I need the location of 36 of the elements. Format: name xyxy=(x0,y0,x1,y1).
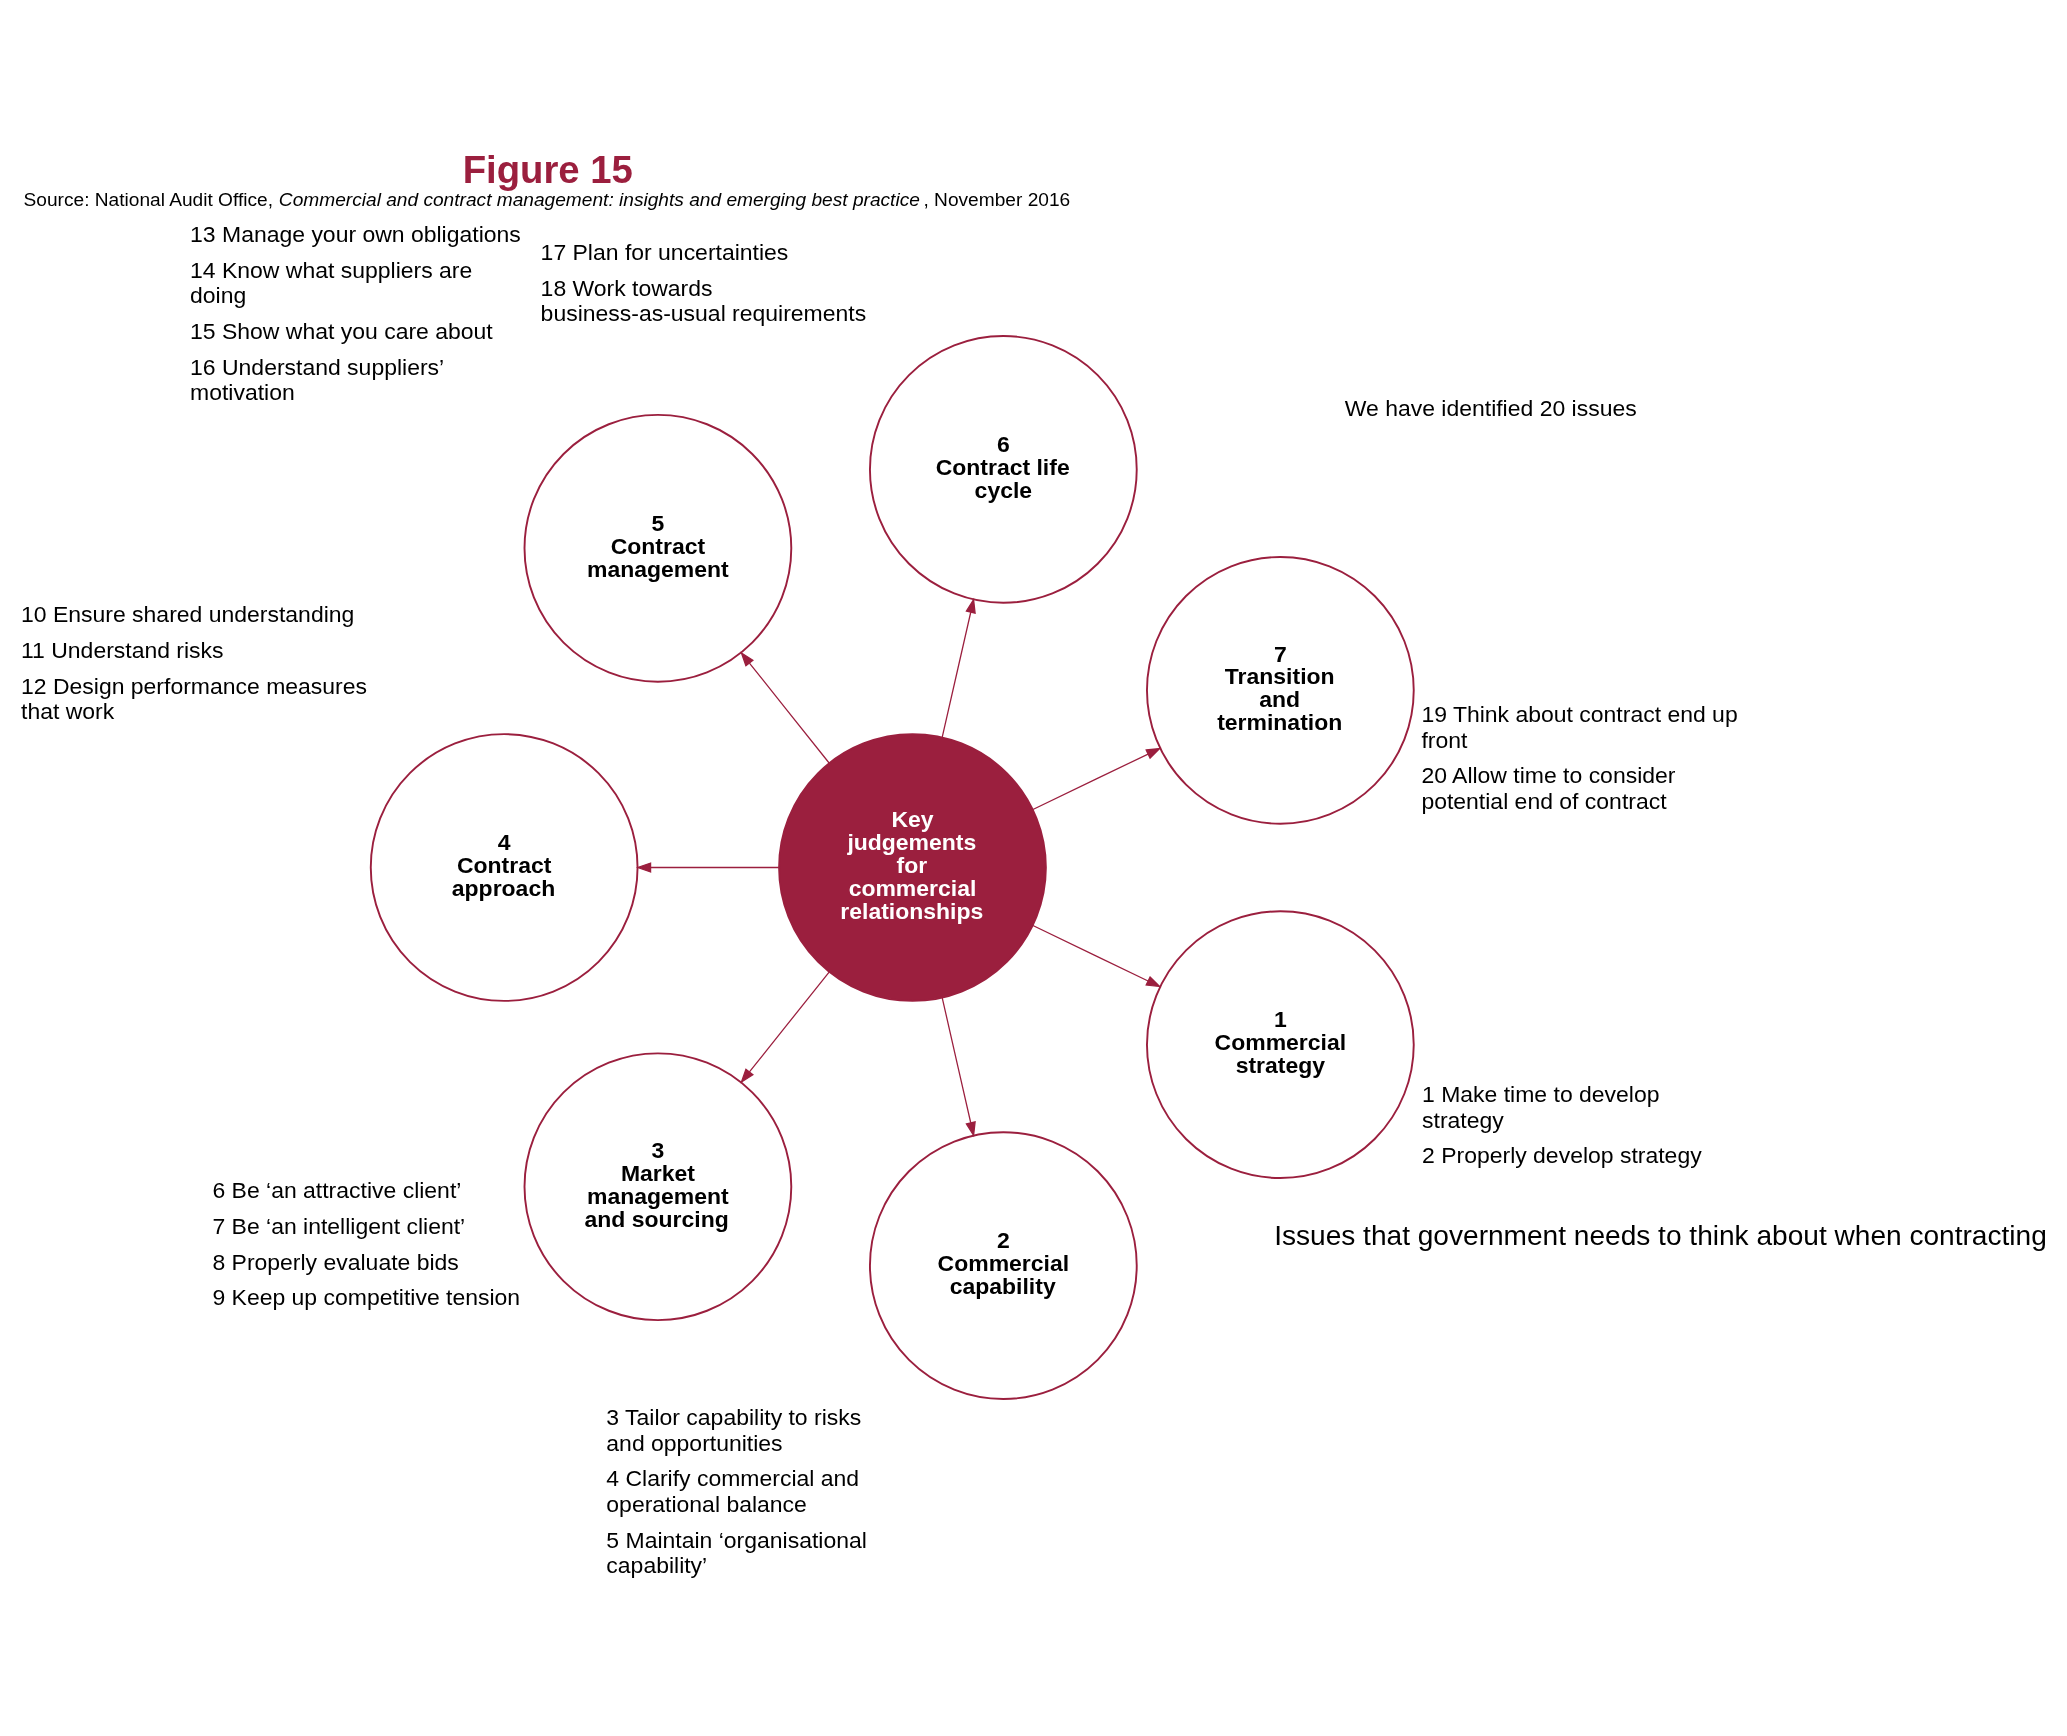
arrow xyxy=(941,997,976,1138)
node-circle: 2 Commercial capability xyxy=(869,1131,1138,1400)
node-label: 2 Properly develop strategy xyxy=(1422,1142,1702,1169)
node-circle: 4 Contract approach xyxy=(369,733,639,1002)
arrow xyxy=(635,862,780,873)
label: We have identified 20 issues xyxy=(1344,395,1637,422)
node-label: 12 Design performance measures that work xyxy=(21,672,368,725)
arrow xyxy=(1032,924,1162,988)
node-label: 1 Make time to develop strategy xyxy=(1422,1080,1660,1133)
node-label: 4 Clarify commercial and operational balance xyxy=(606,1465,860,1517)
node-label: 14 Know what suppliers are doing xyxy=(190,256,473,309)
node-label: 18 Work towards business-as-usual requirements xyxy=(540,274,867,327)
node-circle: Key judgements for commercial relationships xyxy=(778,733,1047,1002)
node-circle: 3 Market management and sourcing xyxy=(523,1052,793,1322)
node-label: 17 Plan for uncertainties xyxy=(540,238,789,265)
node-label: 11 Understand risks xyxy=(21,637,224,664)
node-label: 3 Tailor capability to risks and opportunities xyxy=(606,1404,862,1456)
node-label: 20 Allow time to consider potential end of contract xyxy=(1421,762,1676,814)
node-label: 9 Keep up competitive tension xyxy=(212,1284,521,1311)
node-label: 6 Be ‘an attractive client’ xyxy=(212,1177,462,1204)
arrow xyxy=(740,651,830,764)
node-label: 10 Ensure shared understanding xyxy=(21,601,355,628)
node-label: 15 Show what you care about xyxy=(190,317,493,344)
arrow xyxy=(740,971,830,1084)
node-circle: 5 Contract management xyxy=(523,413,793,683)
node-label: 8 Properly evaluate bids xyxy=(212,1248,459,1275)
arrow xyxy=(941,597,976,738)
node-label: 16 Understand suppliers’ motivation xyxy=(190,353,445,406)
node-label: 19 Think about contract end up front xyxy=(1421,701,1738,753)
node-label: 5 Maintain ‘organisational capability’ xyxy=(606,1526,867,1579)
node-circle: 6 Contract life cycle xyxy=(869,335,1138,604)
diagram-title: Figure 15 xyxy=(462,147,633,191)
arrow xyxy=(1032,747,1162,811)
label: Issues that government needs to think about when contracting xyxy=(1274,1219,2047,1251)
node-label: 13 Manage your own obligations xyxy=(190,220,521,247)
node-label: 7 Be ‘an intelligent client’ xyxy=(212,1212,466,1239)
